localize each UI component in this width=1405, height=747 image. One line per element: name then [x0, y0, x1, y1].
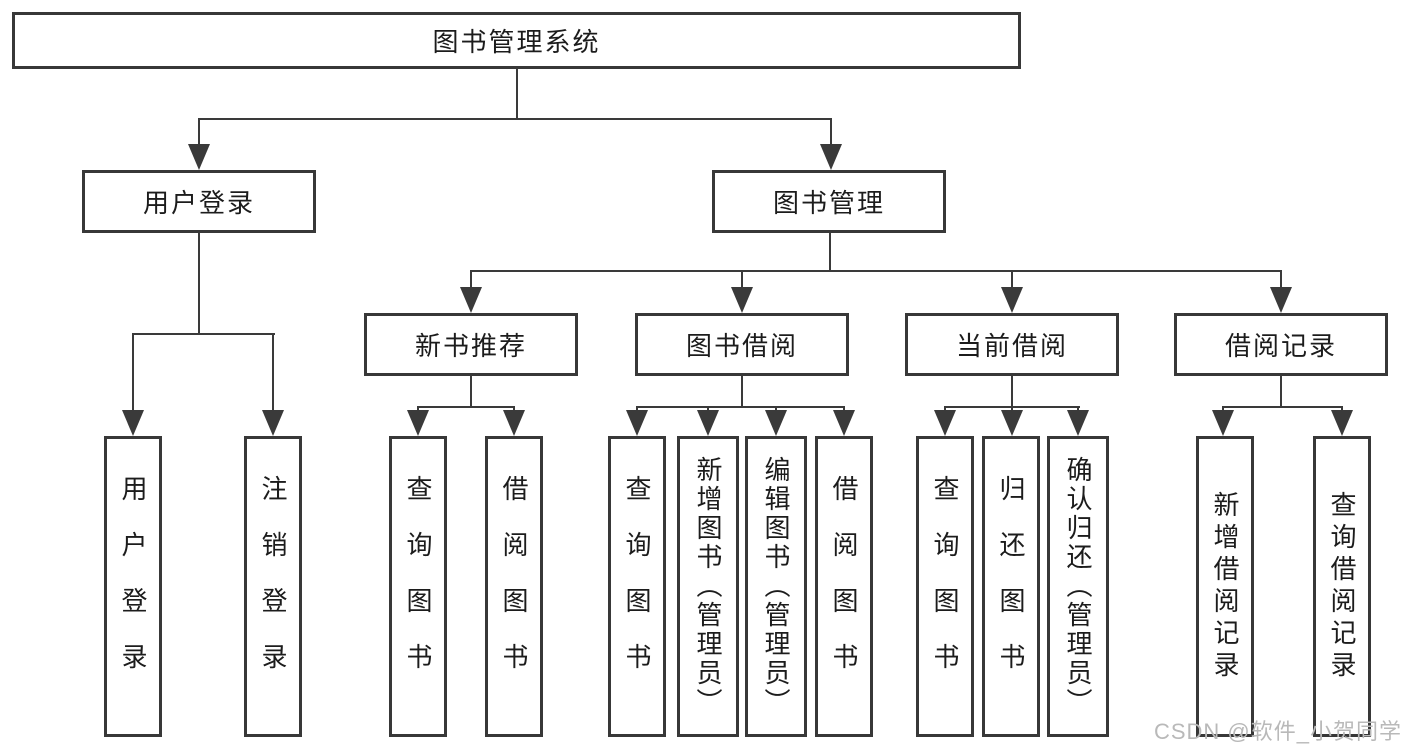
arrow-stem [132, 333, 134, 412]
arrowhead-down-icon [460, 287, 482, 313]
arrow-stem [1011, 270, 1013, 289]
connector-level3-rail [470, 270, 1282, 272]
arrowhead-down-icon [934, 410, 956, 436]
arrowhead-down-icon [697, 410, 719, 436]
connector-current-stem [1011, 375, 1013, 408]
connector-borrowing-stem [741, 375, 743, 408]
connector-user-login-stem [198, 232, 200, 334]
arrowhead-down-icon [626, 410, 648, 436]
leaf-query-books-recommend: 查询图书 [389, 436, 447, 737]
leaf-borrow-books: 借阅图书 [815, 436, 873, 737]
arrowhead-down-icon [1270, 287, 1292, 313]
connector-book-mgmt-stem [829, 232, 831, 272]
leaf-edit-book-admin: 编辑图书（管理员） [745, 436, 807, 737]
watermark-text: CSDN @软件_小贺同学 [1153, 719, 1402, 744]
connector-records-stem [1280, 375, 1282, 408]
arrowhead-down-icon [1331, 410, 1353, 436]
arrowhead-down-icon [833, 410, 855, 436]
arrowhead-down-icon [122, 410, 144, 436]
leaf-query-books-current: 查询图书 [916, 436, 974, 737]
arrow-stem [741, 270, 743, 289]
connector-borrowing-rail [636, 406, 845, 408]
connector-level1-rail [198, 118, 832, 120]
arrowhead-down-icon [1212, 410, 1234, 436]
leaf-query-books-borrowing: 查询图书 [608, 436, 666, 737]
leaf-add-borrow-record: 新增借阅记录 [1196, 436, 1254, 737]
leaf-borrow-books-recommend: 借阅图书 [485, 436, 543, 737]
arrowhead-down-icon [1001, 410, 1023, 436]
connector-records-rail [1222, 406, 1343, 408]
leaf-return-books: 归还图书 [982, 436, 1040, 737]
arrowhead-down-icon [188, 144, 210, 170]
leaf-query-borrow-record: 查询借阅记录 [1313, 436, 1371, 737]
leaf-logout: 注销登录 [244, 436, 302, 737]
node-book-borrowing: 图书借阅 [635, 313, 849, 376]
connector-root-stem [516, 68, 518, 119]
arrow-stem [198, 118, 200, 146]
connector-recommend-stem [470, 375, 472, 408]
arrow-stem [830, 118, 832, 146]
connector-recommend-rail [417, 406, 515, 408]
node-current-borrowing: 当前借阅 [905, 313, 1119, 376]
leaf-confirm-return-admin: 确认归还（管理员） [1047, 436, 1109, 737]
arrow-stem [1280, 270, 1282, 289]
node-new-book-recommend: 新书推荐 [364, 313, 578, 376]
arrow-stem [470, 270, 472, 289]
node-book-management: 图书管理 [712, 170, 946, 233]
arrowhead-down-icon [503, 410, 525, 436]
node-borrowing-records: 借阅记录 [1174, 313, 1388, 376]
arrowhead-down-icon [731, 287, 753, 313]
arrow-stem [272, 333, 274, 412]
arrowhead-down-icon [765, 410, 787, 436]
arrowhead-down-icon [407, 410, 429, 436]
node-root: 图书管理系统 [12, 12, 1021, 69]
arrowhead-down-icon [1001, 287, 1023, 313]
arrowhead-down-icon [262, 410, 284, 436]
arrowhead-down-icon [1067, 410, 1089, 436]
leaf-user-login: 用户登录 [104, 436, 162, 737]
node-user-login: 用户登录 [82, 170, 316, 233]
arrowhead-down-icon [820, 144, 842, 170]
connector-user-login-rail [132, 333, 275, 335]
leaf-add-book-admin: 新增图书（管理员） [677, 436, 739, 737]
